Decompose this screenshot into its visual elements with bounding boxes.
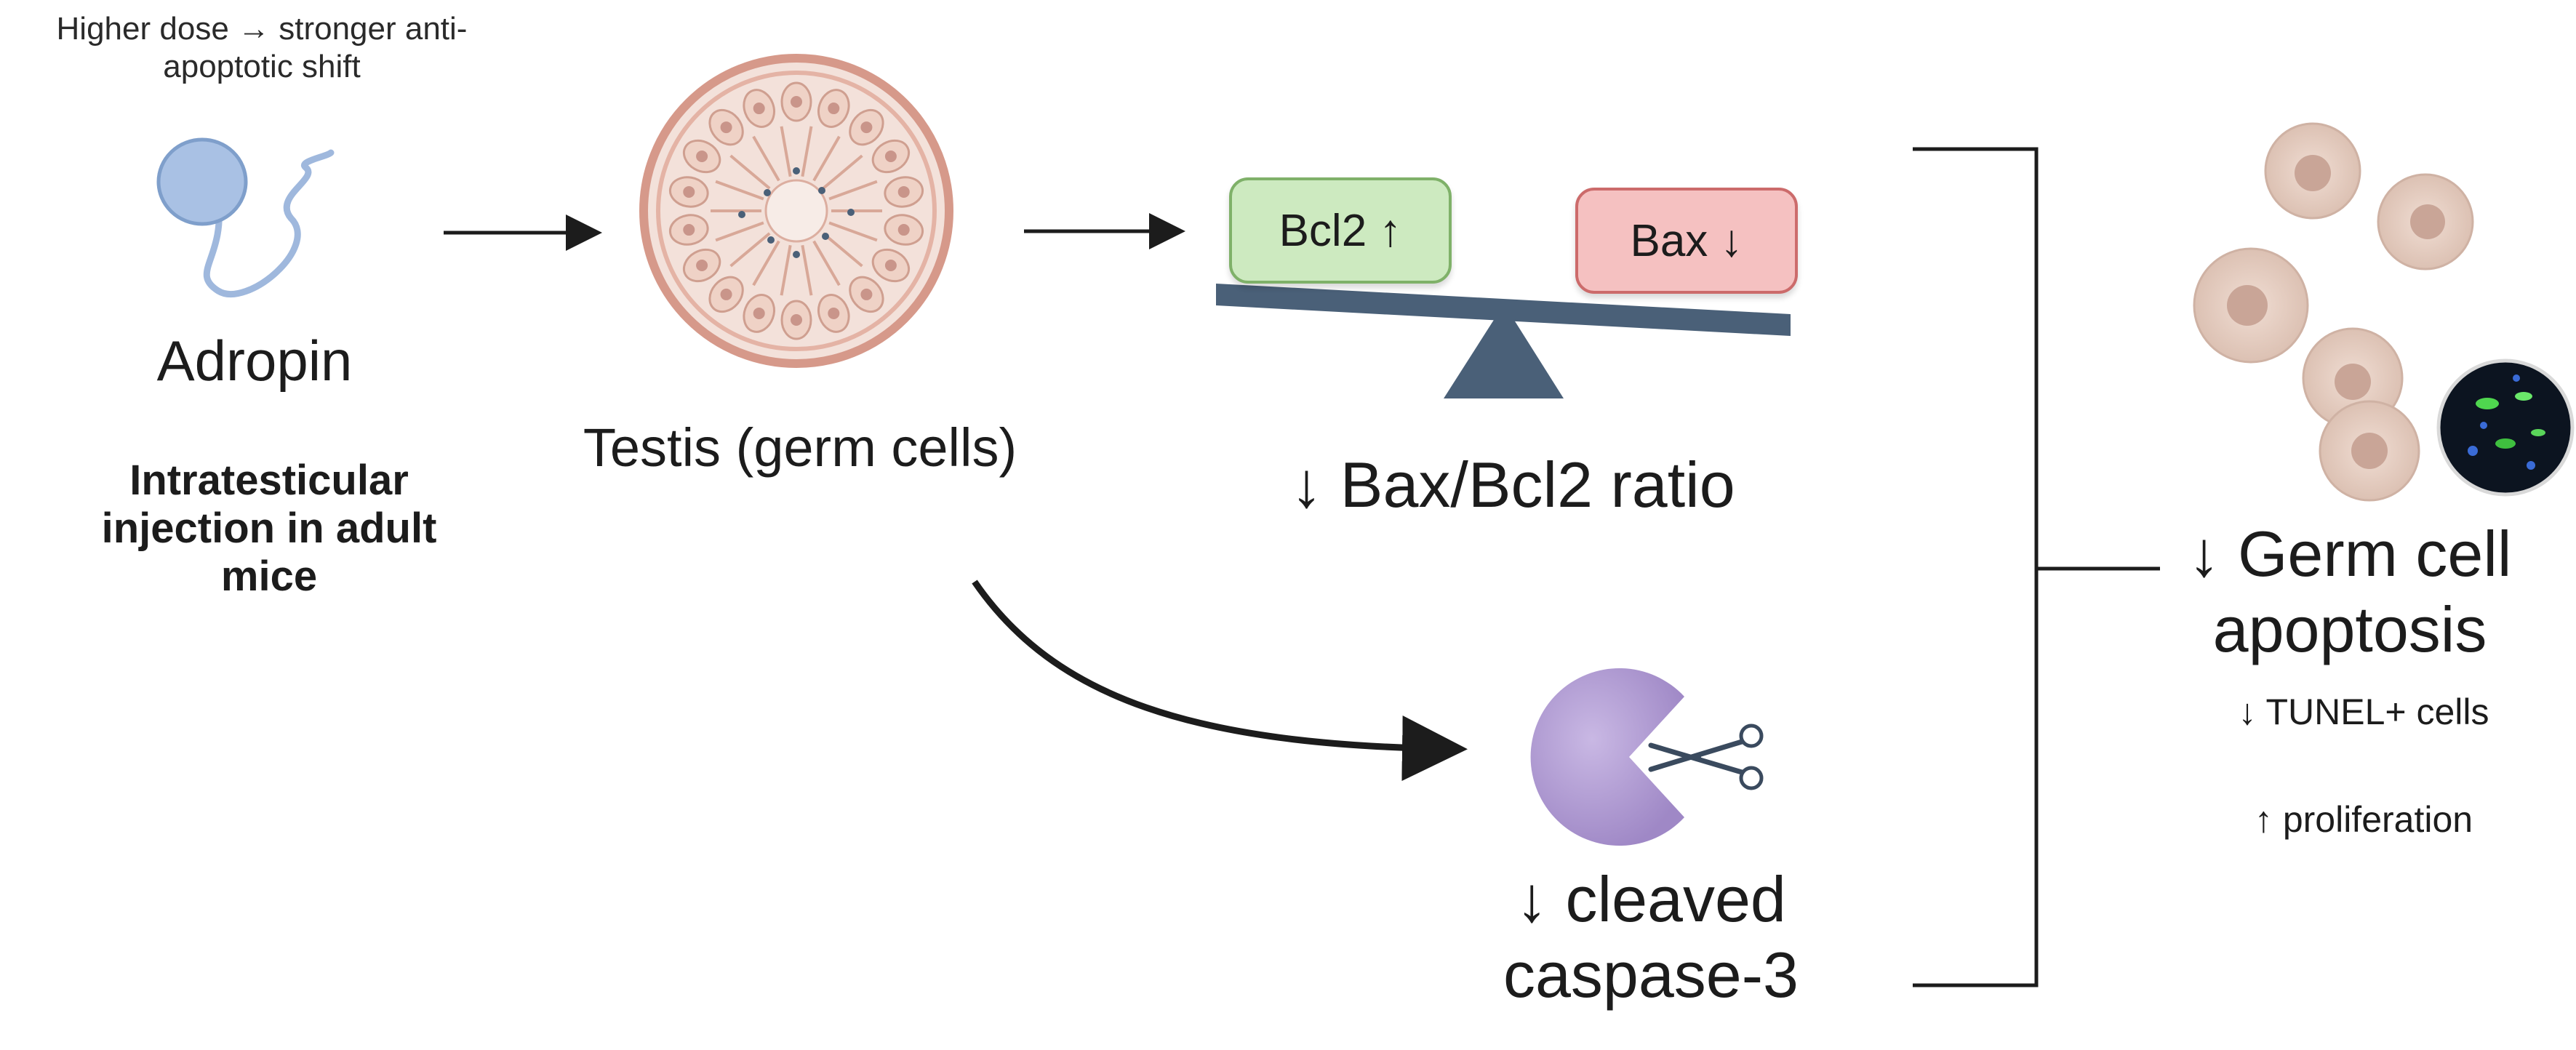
caspase-icon [1530, 668, 1684, 846]
apoptosis-label: ↓ Germ cell apoptosis [2188, 518, 2512, 665]
scissors-icon [1648, 724, 1764, 790]
caspase-label: ↓ cleaved caspase-3 [1503, 863, 1799, 1011]
testis-label: Testis (germ cells) [583, 417, 1017, 478]
arrow-testis-to-caspase [972, 580, 1468, 781]
proliferation-label: ↑ proliferation [2254, 799, 2473, 840]
dose-note: Higher dose → stronger anti-apoptotic sh… [56, 11, 468, 84]
ratio-label: ↓ Bax/Bcl2 ratio [1290, 449, 1735, 521]
convergence-bracket [1913, 147, 2160, 987]
tunel-micrograph-icon [2436, 358, 2575, 497]
bcl2-badge: Bcl2 ↑ [1229, 177, 1452, 284]
germ-cells-icon [2193, 122, 2474, 502]
testis-icon [639, 54, 953, 368]
tunel-label: ↓ TUNEL+ cells [2238, 692, 2489, 732]
bax-badge: Bax ↓ [1575, 188, 1798, 294]
adropin-label: Adropin [156, 329, 353, 393]
balance-scale-icon [1216, 284, 1791, 398]
adropin-icon [156, 137, 335, 297]
injection-label: Intratesticular injection in adult mice [101, 457, 437, 601]
